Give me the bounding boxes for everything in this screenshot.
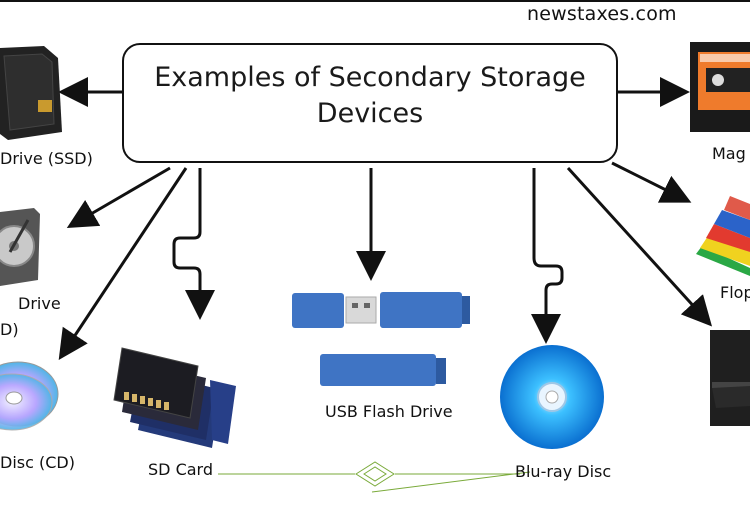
label-floppy: Flop (720, 283, 750, 302)
magnetic-tape-image (690, 42, 750, 132)
label-bluray: Blu-ray Disc (515, 462, 612, 481)
arrow-cd (58, 167, 188, 361)
sd-card-image (113, 347, 236, 448)
label-magnetic: Mag (712, 144, 746, 163)
usb-image (292, 292, 470, 386)
arrow-floppy (611, 161, 692, 203)
title-line-1: Examples of Secondary Storage (154, 62, 586, 93)
label-usb: USB Flash Drive (325, 402, 453, 421)
arrow-sd (172, 168, 215, 320)
label-hdd-line2: D) (0, 320, 19, 339)
floppy-image (696, 196, 750, 276)
arrow-bluray (531, 168, 564, 344)
hdd-image (0, 208, 40, 286)
watermark-text: newstaxes.com (527, 3, 677, 25)
arrow-optical (566, 166, 713, 327)
label-hdd-line1: Drive (18, 294, 61, 313)
title-line-2: Devices (316, 98, 424, 129)
label-sd-card: SD Card (148, 460, 213, 479)
ssd-image (0, 46, 62, 140)
title-box: Examples of Secondary Storage Devices (122, 43, 618, 163)
ornament-divider (218, 461, 531, 493)
label-ssd: Drive (SSD) (0, 149, 93, 168)
optical-drive-image (710, 330, 750, 426)
bluray-image (500, 345, 604, 449)
arrows (58, 77, 713, 361)
arrow-hdd (66, 166, 171, 229)
label-cd: Disc (CD) (0, 453, 75, 472)
cd-image (0, 361, 59, 431)
